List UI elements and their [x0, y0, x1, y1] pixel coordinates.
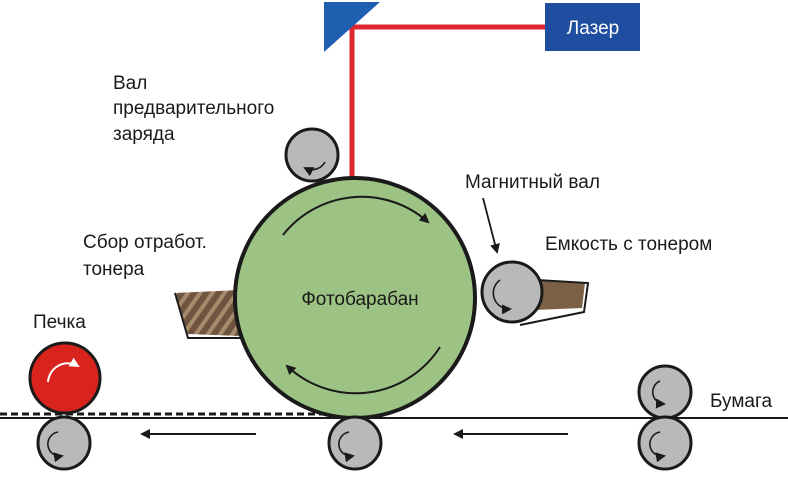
- precharge-roller-label-line2: предварительного: [113, 98, 274, 119]
- precharge-roller-label-line3: заряда: [113, 124, 175, 145]
- fuser-roller: [28, 341, 102, 415]
- waste-toner-label-line2: тонера: [83, 259, 145, 280]
- fuser-lower-roller: [36, 415, 92, 471]
- feed-roller-bottom: [637, 415, 693, 471]
- drum-label: Фотобарабан: [301, 289, 418, 310]
- toner-container: [519, 279, 590, 326]
- feed-roller-top: [637, 364, 693, 420]
- magnetic-roller-pointer: [482, 197, 500, 254]
- magnetic-roller-label: Магнитный вал: [465, 172, 600, 193]
- laser-label: Лазер: [567, 18, 619, 39]
- magnetic-roller: [480, 260, 544, 324]
- waste-toner-collector: [174, 290, 240, 339]
- fuser-label: Печка: [33, 312, 86, 333]
- paper-label: Бумага: [710, 391, 772, 412]
- laser-beam: [349, 24, 545, 178]
- waste-toner-label-line1: Сбор отработ.: [83, 232, 207, 253]
- mirror: [324, 2, 380, 52]
- precharge-roller-label-line1: Вал: [113, 73, 147, 94]
- photo-drum: Фотобарабан: [233, 176, 477, 420]
- toner-container-label: Емкость с тонером: [545, 234, 712, 255]
- laser-box: Лазер: [545, 3, 640, 51]
- transfer-roller: [327, 415, 383, 471]
- precharge-roller: [284, 127, 340, 183]
